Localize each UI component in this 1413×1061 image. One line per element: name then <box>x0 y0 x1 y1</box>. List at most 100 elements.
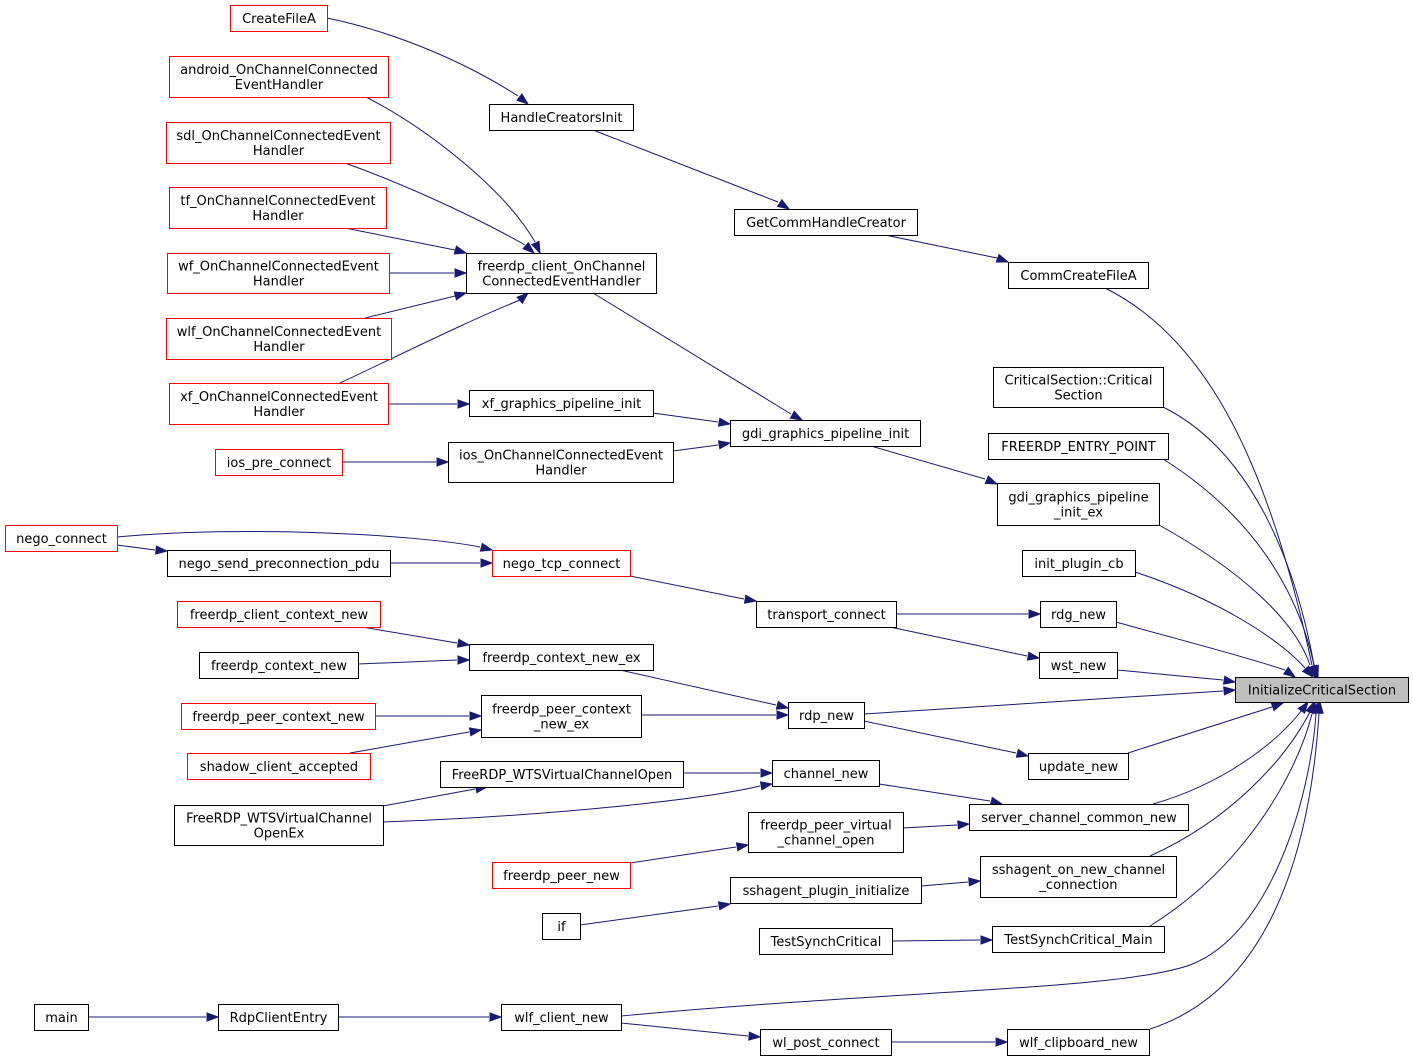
call-edge-n16-n8 <box>672 440 732 452</box>
node-box <box>218 1004 339 1031</box>
node-box <box>759 928 893 955</box>
function-node[interactable]: transport_connect <box>756 601 897 628</box>
call-edge-n47-n46 <box>88 1012 220 1022</box>
function-node[interactable]: freerdp_peer_context_new <box>181 703 376 730</box>
function-node[interactable]: sshagent_plugin_initialize <box>730 877 922 904</box>
node-box <box>992 926 1165 953</box>
edge-line <box>1149 713 1320 1030</box>
edge-arrowhead <box>957 820 971 830</box>
function-node[interactable]: rdg_new <box>1040 601 1117 628</box>
call-edge-n21-n20 <box>896 609 1042 619</box>
function-node[interactable]: freerdp_peer_new <box>492 862 631 889</box>
node-label: Handler <box>535 464 587 479</box>
node-label: transport_connect <box>767 608 885 623</box>
function-node[interactable]: freerdp_client_context_new <box>177 601 381 628</box>
edge-line <box>891 939 981 942</box>
function-node[interactable]: CommCreateFileA <box>1008 262 1149 289</box>
node-label: HandleCreatorsInit <box>501 111 623 126</box>
node-box <box>1008 262 1149 289</box>
function-node[interactable]: TestSynchCritical <box>759 928 893 955</box>
edge-line <box>1127 706 1273 754</box>
function-node[interactable]: nego_connect <box>5 525 118 552</box>
function-node[interactable]: FreeRDP_WTSVirtualChannelOpen <box>440 761 684 788</box>
node-label: gdi_graphics_pipeline_init <box>742 427 909 442</box>
edge-arrowhead <box>980 935 994 945</box>
function-node[interactable]: channel_new <box>772 760 880 787</box>
function-node[interactable]: shadow_client_accepted <box>187 753 371 780</box>
function-node[interactable]: gdi_graphics_pipeline_init <box>730 420 921 447</box>
edge-line <box>863 720 1017 754</box>
function-node[interactable]: sshagent_on_new_channel_connection <box>980 856 1177 898</box>
function-node[interactable]: wlf_clipboard_new <box>1007 1029 1150 1056</box>
node-box <box>501 1004 622 1031</box>
edge-arrowhead <box>436 457 450 467</box>
function-node[interactable]: gdi_graphics_pipeline_init_ex <box>997 483 1160 526</box>
function-node[interactable]: ios_pre_connect <box>215 449 343 476</box>
function-node[interactable]: nego_send_preconnection_pdu <box>167 550 391 577</box>
edge-line <box>116 531 481 548</box>
node-label: CriticalSection::Critical <box>1005 374 1153 389</box>
node-box <box>760 1029 892 1056</box>
function-node[interactable]: freerdp_context_new <box>199 652 359 679</box>
function-node[interactable]: init_plugin_cb <box>1022 550 1136 577</box>
call-edge-n8-n7 <box>870 445 999 485</box>
function-node[interactable]: HandleCreatorsInit <box>489 104 634 131</box>
node-label: tf_OnChannelConnectedEvent <box>180 194 375 209</box>
node-label: init_plugin_cb <box>1034 557 1123 572</box>
call-edge-n38-n34 <box>902 820 971 830</box>
function-node[interactable]: wst_new <box>1039 652 1118 679</box>
function-node[interactable]: TestSynchCritical_Main <box>992 926 1165 953</box>
node-box <box>169 187 387 229</box>
function-node[interactable]: if <box>542 913 581 940</box>
function-node[interactable]: freerdp_client_OnChannelConnectedEventHa… <box>466 253 657 294</box>
edge-arrowhead <box>717 901 732 911</box>
call-edge-n34-n0 <box>1152 700 1309 805</box>
edge-arrowhead <box>735 842 750 852</box>
edge-line <box>1115 621 1286 671</box>
function-node[interactable]: server_channel_common_new <box>969 804 1189 831</box>
function-node[interactable]: RdpClientEntry <box>218 1004 339 1031</box>
function-node[interactable]: CreateFileA <box>230 5 328 32</box>
function-node[interactable]: wlf_client_new <box>501 1004 622 1031</box>
node-box <box>730 420 921 447</box>
call-edge-n31-n30 <box>375 711 483 721</box>
function-node[interactable]: main <box>34 1004 89 1031</box>
edge-line <box>1158 524 1311 666</box>
function-node[interactable]: freerdp_peer_virtual_channel_open <box>748 812 904 853</box>
call-edge-n21-n25 <box>889 626 1041 661</box>
function-node[interactable]: rdp_new <box>788 702 865 729</box>
function-node[interactable]: GetCommHandleCreator <box>734 209 918 236</box>
call-edge-n26-n0 <box>863 686 1237 715</box>
function-node[interactable]: nego_tcp_connect <box>492 550 631 577</box>
node-label: TestSynchCritical_Main <box>1003 933 1152 948</box>
node-label: ios_pre_connect <box>227 456 331 471</box>
call-edge-n19-n0 <box>1134 571 1314 679</box>
function-node[interactable]: xf_graphics_pipeline_init <box>469 390 654 417</box>
function-node[interactable]: update_new <box>1028 753 1129 780</box>
function-node[interactable]: freerdp_peer_context_new_ex <box>481 695 642 738</box>
call-edge-n33-n0 <box>1127 702 1285 754</box>
node-label: ios_OnChannelConnectedEvent <box>459 449 663 464</box>
node-box <box>166 318 392 360</box>
call-edge-n13-n9 <box>389 268 468 278</box>
function-node[interactable]: FREERDP_ENTRY_POINT <box>988 433 1169 460</box>
edge-line <box>629 846 737 864</box>
function-node[interactable]: wl_post_connect <box>760 1029 892 1056</box>
edge-line <box>1104 287 1313 666</box>
function-node[interactable]: InitializeCriticalSection <box>1235 677 1409 703</box>
function-node[interactable]: CriticalSection::CriticalSection <box>993 367 1164 408</box>
call-nodes: InitializeCriticalSection CommCreateFileA… <box>5 5 1409 1056</box>
function-node[interactable]: freerdp_context_new_ex <box>469 644 654 671</box>
call-edge-n5-n0 <box>1162 406 1319 679</box>
node-box <box>166 122 391 164</box>
node-label: channel_new <box>784 767 869 782</box>
node-box <box>5 525 118 552</box>
